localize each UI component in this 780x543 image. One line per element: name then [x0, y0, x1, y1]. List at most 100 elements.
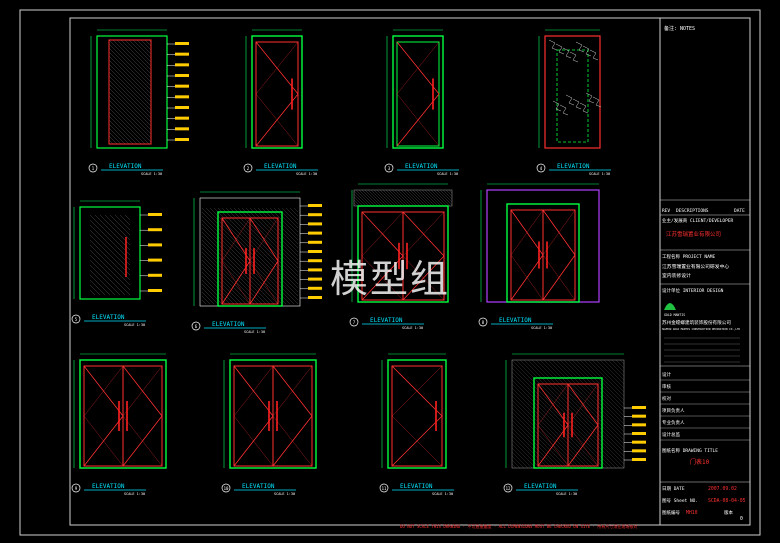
- hatch-line: [511, 403, 577, 469]
- hatch-line: [116, 39, 152, 75]
- hatch-line: [511, 435, 545, 469]
- hatch-line: [394, 189, 412, 207]
- door-frame: [392, 35, 444, 149]
- hatch-line: [511, 439, 541, 469]
- elevation-marker: [349, 317, 359, 327]
- hatch-line: [201, 227, 279, 305]
- rev-header-rev: REV: [662, 208, 670, 214]
- material-tag: [632, 440, 646, 444]
- hatch-line: [201, 223, 283, 305]
- hatch-line: [89, 234, 131, 276]
- hatch-line: [89, 214, 131, 256]
- hatch-line: [412, 189, 430, 207]
- hatch-line: [213, 207, 299, 293]
- hatch-line: [511, 371, 609, 469]
- hatch-line: [367, 189, 385, 207]
- elevation-title: ELEVATION: [242, 483, 275, 490]
- role-label: 审核: [662, 383, 671, 390]
- footer-note: DO NOT SCALE THIS DRAWING · 不可直接量度 · ALL…: [400, 523, 637, 529]
- material-tag: [175, 74, 189, 77]
- marble-vein: [548, 39, 558, 51]
- hatch-line: [563, 359, 625, 421]
- elevation-number: 9: [75, 486, 78, 491]
- swing-line: [255, 93, 299, 147]
- drawing-title: 门表10: [690, 458, 710, 466]
- hatch-line: [406, 189, 424, 207]
- wall-panel: [79, 206, 141, 300]
- hatch-line: [421, 189, 439, 207]
- elevation-title: ELEVATION: [92, 483, 125, 490]
- hatch-line: [119, 214, 131, 226]
- wall-panel: [96, 35, 168, 149]
- hatch-line: [448, 189, 453, 194]
- elevation-title: ELEVATION: [524, 483, 557, 490]
- date-label: 日期 DATE: [662, 486, 685, 492]
- hatch-line: [89, 224, 131, 266]
- swing-line: [233, 415, 274, 467]
- hatch-line: [555, 359, 625, 429]
- material-tag: [308, 231, 322, 235]
- hatch-line: [217, 207, 299, 289]
- elevation-marker: [71, 483, 81, 493]
- hatch-line: [108, 51, 152, 95]
- hatch-line: [99, 214, 131, 246]
- material-tag: [308, 204, 322, 207]
- swing-line: [402, 211, 445, 257]
- material-tag: [632, 458, 646, 461]
- hatch-line: [89, 219, 131, 261]
- date-value: 2007.09.02: [708, 486, 737, 492]
- hatch-line: [511, 431, 549, 469]
- swing-line: [122, 415, 163, 467]
- elevation-scale: SCALE 1:30: [432, 492, 453, 496]
- hatch-line: [587, 359, 625, 397]
- marble-vein: [589, 49, 599, 61]
- project-label: 工程名称 PROJECT NAME: [662, 253, 716, 260]
- door-frame: [251, 35, 303, 149]
- door-frame: [506, 203, 580, 303]
- elevation-title: ELEVATION: [400, 483, 433, 490]
- hatch-line: [109, 214, 131, 236]
- hatch-line: [144, 39, 152, 47]
- hatch-line: [89, 244, 131, 286]
- hatch-line: [108, 75, 152, 119]
- hatch-line: [201, 291, 215, 305]
- hatch-line: [201, 275, 231, 305]
- no-label: 图号 Sheet NO.: [662, 498, 698, 504]
- material-tag: [308, 259, 322, 263]
- hatch-line: [108, 131, 122, 145]
- hatch-line: [201, 239, 267, 305]
- hatch-line: [124, 39, 152, 67]
- hatch-line: [531, 359, 625, 453]
- material-tag: [175, 52, 189, 56]
- elevation-marker: [191, 321, 201, 331]
- door-frame: [533, 377, 603, 469]
- hatch-line: [108, 55, 152, 99]
- elevation-title: ELEVATION: [212, 321, 245, 328]
- door-frame: [229, 359, 317, 469]
- elevation-number: 1: [92, 166, 95, 171]
- material-tag: [632, 414, 646, 418]
- hatch-line: [511, 459, 521, 469]
- hatch-line: [108, 39, 152, 83]
- swing-line: [567, 383, 599, 426]
- hatch-line: [261, 207, 299, 245]
- material-tag: [175, 42, 189, 45]
- hatch-line: [415, 189, 433, 207]
- material-tag: [632, 432, 646, 435]
- swing-line: [537, 383, 569, 426]
- swing-line: [83, 365, 124, 417]
- swing-line: [272, 365, 313, 417]
- elevation-number: 6: [195, 324, 198, 329]
- hatch-line: [539, 359, 625, 445]
- elevation-scale: SCALE 1:30: [274, 492, 295, 496]
- hatch-line: [108, 99, 152, 143]
- hatch-line: [108, 135, 118, 145]
- hatch-line: [511, 383, 597, 469]
- hatch-line: [201, 247, 259, 305]
- material-tag: [175, 63, 189, 67]
